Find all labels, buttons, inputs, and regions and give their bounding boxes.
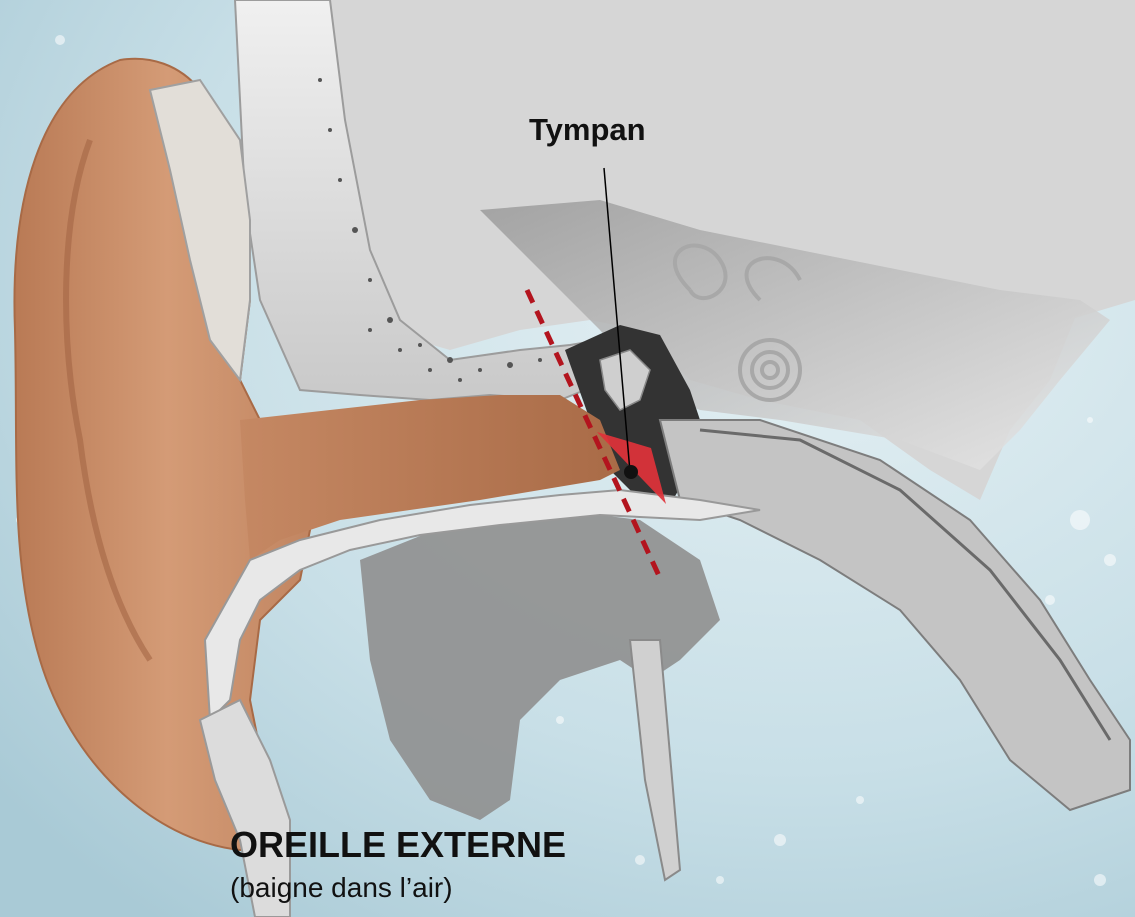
outer-ear-subtitle: (baigne dans l’air) (230, 872, 453, 904)
dot-marker-icon (624, 465, 638, 479)
outer-ear-title: OREILLE EXTERNE (230, 824, 566, 866)
eardrum-label: Tympan (529, 112, 646, 148)
